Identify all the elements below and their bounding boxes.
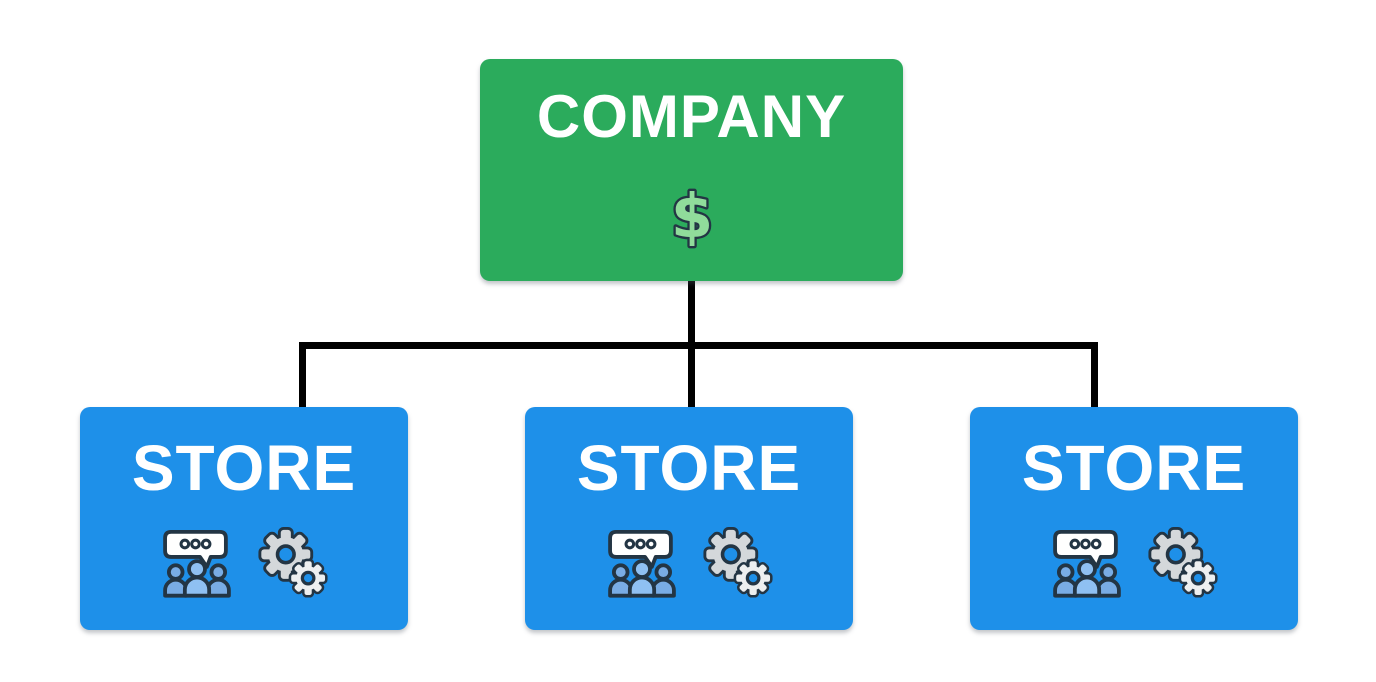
dollar-glyph: $ (670, 182, 712, 252)
connector-drop-right (1091, 342, 1098, 408)
gears-icon (258, 527, 328, 598)
store-icons-row (159, 527, 329, 599)
store-node-3: STORE (970, 407, 1298, 630)
connector-horizontal (299, 342, 1098, 349)
team-chat-icon (1053, 529, 1121, 598)
store-node-2: STORE (525, 407, 853, 630)
gears-icon (1148, 527, 1218, 598)
gears-icon (703, 527, 773, 598)
store-label: STORE (576, 432, 802, 504)
store-icons-row (604, 527, 774, 599)
store-label: STORE (131, 432, 357, 504)
team-chat-icon (608, 529, 676, 598)
company-node: COMPANY $ (480, 59, 903, 281)
store-icons-row (1049, 527, 1219, 599)
store-node-1: STORE (80, 407, 408, 630)
dollar-icon: $ (661, 177, 723, 255)
store-label: STORE (1021, 432, 1247, 504)
connector-drop-left (299, 342, 306, 408)
team-chat-icon (163, 529, 231, 598)
company-label: COMPANY (536, 83, 847, 150)
